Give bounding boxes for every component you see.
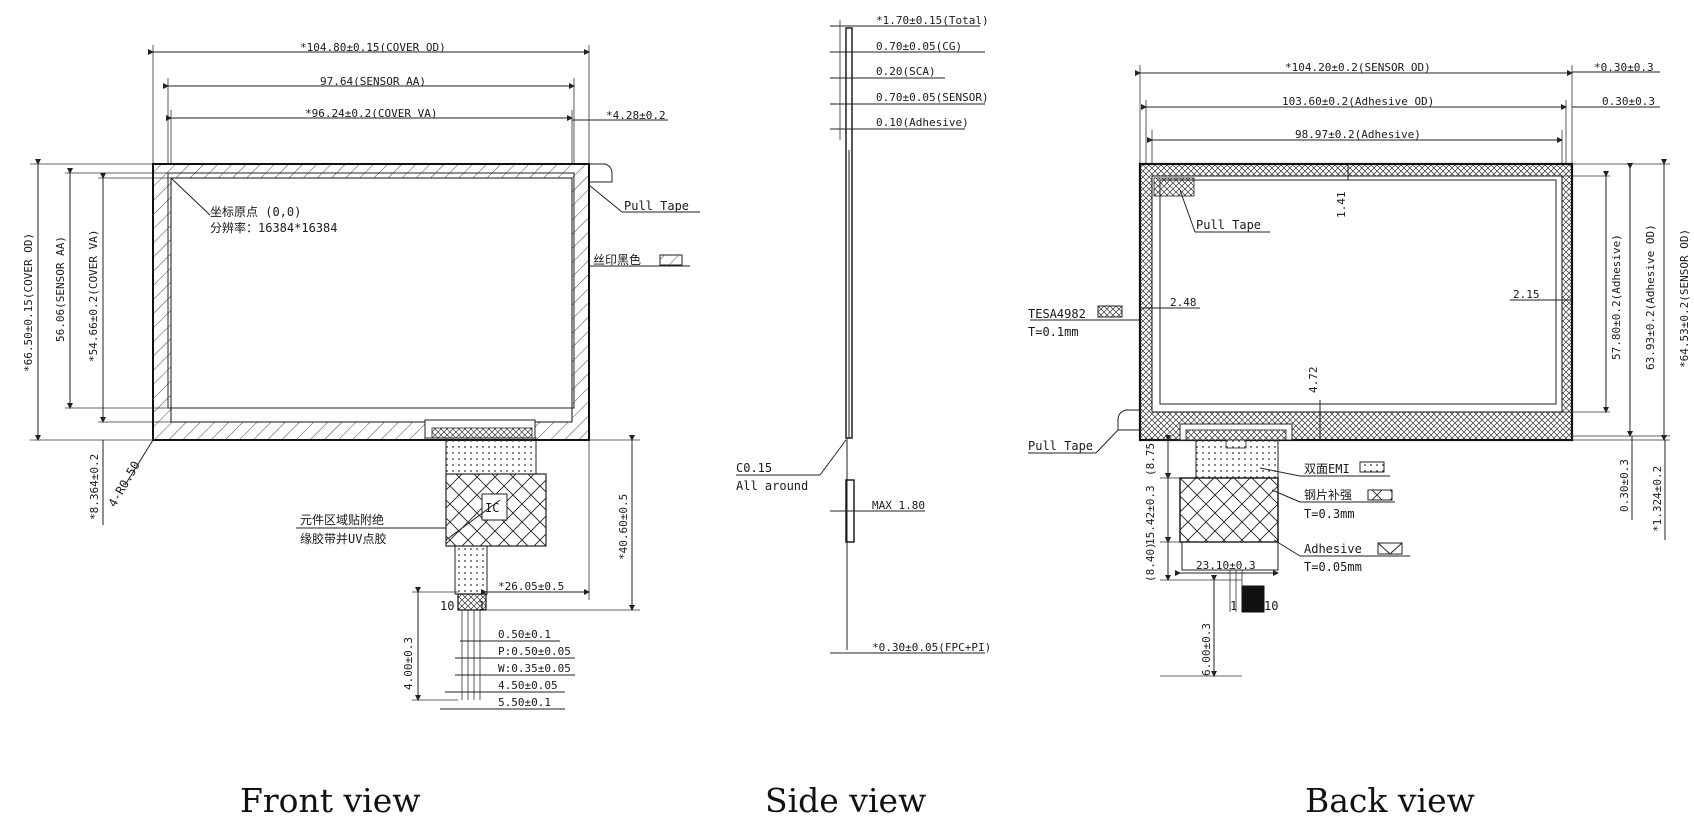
emi-swatch — [1359, 461, 1385, 473]
dim-bottom-right-1: 0.30±0.3 — [1618, 459, 1631, 512]
side-view: *1.70±0.15(Total) 0.70±0.05(CG) 0.20(SCA… — [736, 14, 991, 820]
dim-bottom-gap: 4.72 — [1307, 367, 1320, 394]
dim-top-gap: 1.41 — [1335, 192, 1348, 219]
dim-tail-width: 5.50±0.1 — [498, 696, 551, 709]
emi-label: 双面EMI — [1304, 462, 1350, 476]
adhesive-label: Adhesive — [1304, 542, 1362, 556]
adhesive-thickness: T=0.05mm — [1304, 560, 1362, 574]
dim-cover-od-width: *104.80±0.15(COVER OD) — [300, 41, 446, 54]
silk-print-swatch — [659, 254, 683, 266]
dim-width: W:0.35±0.05 — [498, 662, 571, 675]
tesa-swatch — [1097, 305, 1123, 318]
dim-right-offset: *4.28±0.2 — [606, 109, 666, 122]
dim-right-gap: 2.15 — [1513, 288, 1540, 301]
side-total-thickness: *1.70±0.15(Total) — [876, 14, 989, 27]
side-cg-thickness: 0.70±0.05(CG) — [876, 40, 962, 53]
pull-tape-label: Pull Tape — [624, 199, 689, 213]
stiffener-swatch — [1367, 489, 1393, 501]
dim-fpc-offset: *26.05±0.5 — [498, 580, 564, 593]
pin-1-label: 1 — [478, 599, 485, 613]
pin-10-label: 10 — [440, 599, 454, 613]
dim-2310: 23.10±0.3 — [1196, 559, 1256, 572]
dim-right-2: 0.30±0.3 — [1602, 95, 1655, 108]
front-view: *104.80±0.15(COVER OD) 97.64(SENSOR AA) … — [22, 41, 700, 820]
side-sca-thickness: 0.20(SCA) — [876, 65, 936, 78]
dim-sensor-aa-width: 97.64(SENSOR AA) — [320, 75, 426, 88]
tesa-thickness: T=0.1mm — [1028, 325, 1079, 339]
dim-adhesive-height: 57.80±0.2(Adhesive) — [1610, 234, 1623, 360]
side-sensor-thickness: 0.70±0.05(SENSOR) — [876, 91, 989, 104]
dim-fpc-length: *40.60±0.5 — [617, 494, 630, 560]
dim-cover-va-height: *54.66±0.2(COVER VA) — [87, 230, 100, 362]
dim-adhesive-width: 98.97±0.2(Adhesive) — [1295, 128, 1421, 141]
silk-print-label: 丝印黑色 — [593, 253, 641, 267]
dim-sensor-od-width: *104.20±0.2(SENSOR OD) — [1285, 61, 1431, 74]
dim-bottom-right-2: *1.324±0.2 — [1651, 466, 1664, 532]
dim-cover-od-height: *66.50±0.15(COVER OD) — [22, 233, 35, 372]
adhesive-swatch — [1377, 542, 1403, 555]
dim-875: (8.75) — [1144, 436, 1157, 476]
dim-pin-a: 0.50±0.1 — [498, 628, 551, 641]
ic-label: IC — [485, 501, 499, 515]
side-adhesive-thickness: 0.10(Adhesive) — [876, 116, 969, 129]
pull-tape-top-label: Pull Tape — [1196, 218, 1261, 232]
component-note-line1: 元件区域贴附绝 — [300, 512, 384, 527]
stiffener-label: 钢片补强 — [1304, 488, 1352, 502]
back-tail-stiffener — [1241, 585, 1265, 613]
dim-finger-width: 4.50±0.05 — [498, 679, 558, 692]
back-view: *104.20±0.2(SENSOR OD) 103.60±0.2(Adhesi… — [1028, 61, 1691, 820]
dim-pitch: P:0.50±0.05 — [498, 645, 571, 658]
dim-1542: 15.42±0.3 — [1144, 485, 1157, 545]
side-chamfer-note: All around — [736, 479, 808, 493]
tesa-label: TESA4982 — [1028, 307, 1086, 321]
dim-sensor-aa-height: 56.06(SENSOR AA) — [54, 236, 67, 342]
dim-840: (8.40) — [1144, 542, 1157, 582]
component-note-line2: 缘胶带并UV点胶 — [300, 531, 386, 546]
back-pin-1: 1 — [1230, 599, 1237, 613]
back-view-caption: Back view — [1305, 781, 1475, 820]
dim-adhesive-od-height: 63.93±0.2(Adhesive OD) — [1644, 224, 1657, 370]
stiffener-thickness: T=0.3mm — [1304, 507, 1355, 521]
dim-right-1: *0.30±0.3 — [1594, 61, 1654, 74]
pull-tape-bottom-label: Pull Tape — [1028, 439, 1093, 453]
dim-tail-length-back: 6.00±0.3 — [1200, 623, 1213, 676]
dim-left-gap: 2.48 — [1170, 296, 1197, 309]
side-chamfer-label: C0.15 — [736, 461, 772, 475]
dim-bottom-offset: *8.364±0.2 — [88, 454, 101, 520]
side-max-thickness: MAX 1.80 — [872, 499, 925, 512]
side-fpc-thickness: *0.30±0.05(FPC+PI) — [872, 641, 991, 654]
resolution-label: 分辨率：16384*16384 — [210, 220, 337, 235]
front-view-caption: Front view — [240, 781, 421, 820]
side-view-caption: Side view — [765, 781, 926, 820]
dim-adhesive-od-width: 103.60±0.2(Adhesive OD) — [1282, 95, 1434, 108]
corner-radius-label: 4-R0.50 — [105, 459, 142, 510]
dim-tail-length: 4.00±0.3 — [402, 637, 415, 690]
dim-sensor-od-height: *64.53±0.2(SENSOR OD) — [1678, 229, 1691, 368]
back-pin-10: 10 — [1264, 599, 1278, 613]
origin-label: 坐标原点 (0,0) — [210, 205, 301, 219]
dim-cover-va-width: *96.24±0.2(COVER VA) — [305, 107, 437, 120]
